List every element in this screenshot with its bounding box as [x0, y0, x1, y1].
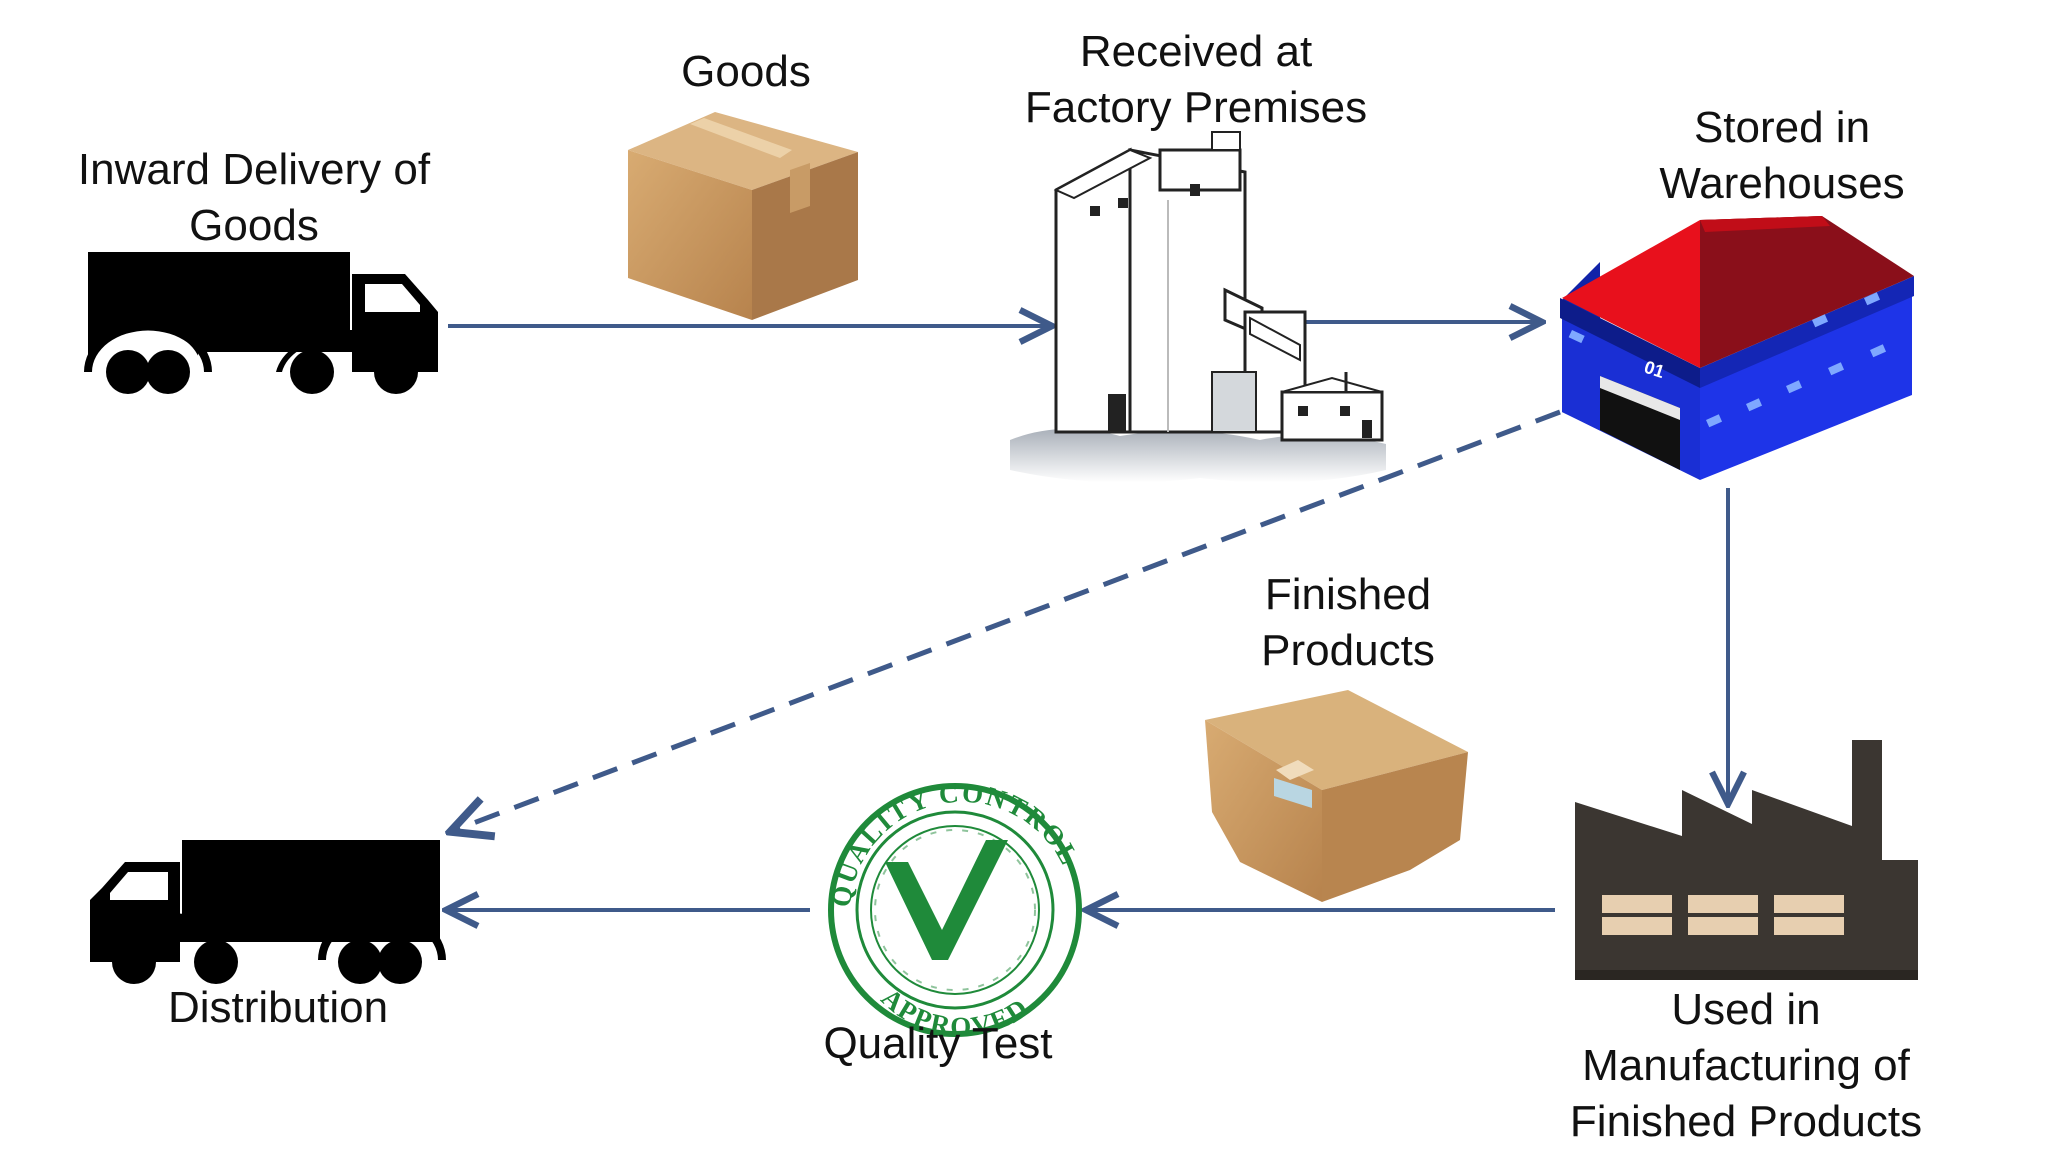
- label-used-in-manufacturing: Used in Manufacturing of Finished Produc…: [1570, 982, 1922, 1150]
- finished-product-box-icon: [1205, 690, 1468, 902]
- label-finished-line1: Finished: [1264, 570, 1432, 619]
- label-stored: Stored in Warehouses: [1659, 100, 1904, 212]
- label-stored-line1: Stored in: [1693, 103, 1871, 152]
- quality-approved-stamp-icon: QUALITY CONTROL APPROVED: [826, 777, 1084, 1041]
- label-finished-products: Finished Products: [1261, 567, 1435, 679]
- arrow-warehouse-to-distribution-dashed: [455, 409, 1561, 830]
- warehouse-icon: 01: [1560, 216, 1914, 480]
- label-received-line2: Factory Premises: [1024, 83, 1368, 132]
- label-goods: Goods: [681, 44, 811, 100]
- label-used-line2: Manufacturing of: [1582, 1041, 1910, 1090]
- label-used-line3: Finished Products: [1569, 1097, 1923, 1146]
- label-distribution: Distribution: [168, 980, 388, 1036]
- label-stored-line2: Warehouses: [1659, 159, 1905, 208]
- manufacturing-factory-icon: [1575, 740, 1918, 980]
- cardboard-box-icon: [628, 112, 858, 320]
- delivery-truck-icon: [84, 252, 438, 394]
- label-quality-test: Quality Test: [823, 1016, 1052, 1072]
- distribution-truck-icon: [90, 840, 446, 984]
- label-inward-delivery: Inward Delivery of Goods: [78, 142, 430, 254]
- label-goods-text: Goods: [681, 47, 811, 96]
- label-received-line1: Received at: [1079, 27, 1313, 76]
- label-inward-line1: Inward Delivery of: [77, 145, 431, 194]
- label-received: Received at Factory Premises: [1025, 24, 1367, 136]
- label-used-line1: Used in: [1671, 985, 1821, 1034]
- label-distribution-text: Distribution: [167, 983, 389, 1032]
- label-finished-line2: Products: [1261, 626, 1435, 675]
- label-inward-line2: Goods: [189, 201, 319, 250]
- label-quality-text: Quality Test: [823, 1019, 1053, 1068]
- factory-premises-icon: [1010, 131, 1386, 483]
